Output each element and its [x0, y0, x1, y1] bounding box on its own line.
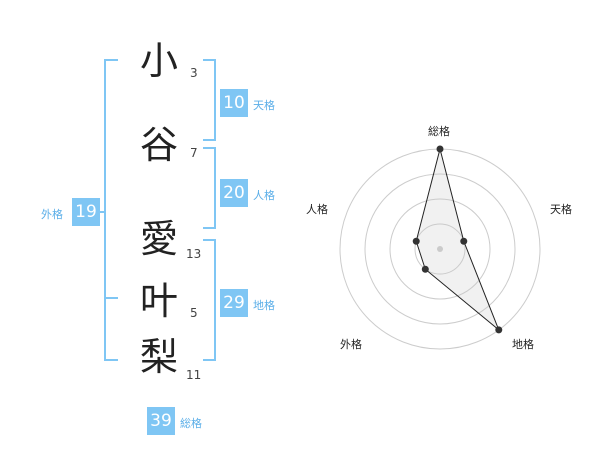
- tenkaku-bracket: [203, 59, 216, 141]
- radar-center: [437, 246, 443, 252]
- name-char-5-strokes: 11: [186, 368, 202, 382]
- name-char-2: 谷: [140, 123, 179, 167]
- radar-axis-label-chikaku: 地格: [512, 338, 534, 351]
- name-char-2-strokes: 7: [190, 146, 198, 160]
- jinkaku-label: 人格: [253, 189, 275, 202]
- radar-ring-3: [364, 173, 516, 325]
- name-char-5: 梨: [140, 335, 179, 379]
- radar-ring-2: [389, 198, 491, 300]
- radar-axis-label-gaikaku: 外格: [340, 338, 362, 351]
- radar-point-1: [436, 145, 444, 153]
- gaikaku-bracket: [104, 59, 118, 361]
- soukaku-label: 総格: [180, 417, 202, 430]
- chikaku-label: 地格: [253, 299, 275, 312]
- gaikaku-label: 外格: [41, 208, 63, 221]
- name-char-1: 小: [140, 39, 179, 83]
- radar-ring-1: [414, 223, 466, 275]
- radar-polygon: [415, 148, 500, 331]
- radar-point-2: [460, 237, 468, 245]
- gaikaku-value: 19: [72, 198, 100, 226]
- jinkaku-value: 20: [220, 179, 248, 207]
- radar-axis-label-tenkaku: 天格: [550, 203, 572, 216]
- chikaku-bracket: [203, 239, 216, 361]
- radar-axis-label-jinkaku: 人格: [306, 203, 328, 216]
- radar-point-4: [421, 265, 429, 273]
- name-char-4-strokes: 5: [190, 306, 198, 320]
- tenkaku-value: 10: [220, 89, 248, 117]
- soukaku-value: 39: [147, 407, 175, 435]
- chikaku-value: 29: [220, 289, 248, 317]
- radar-axis-label-soukaku: 総格: [428, 125, 450, 138]
- radar-point-3: [495, 326, 503, 334]
- name-char-3-strokes: 13: [186, 247, 202, 261]
- jinkaku-bracket: [203, 147, 216, 229]
- tenkaku-label: 天格: [253, 99, 275, 112]
- name-char-1-strokes: 3: [190, 66, 198, 80]
- name-char-3: 愛: [140, 217, 179, 261]
- name-char-4: 叶: [140, 279, 179, 323]
- radar-point-5: [412, 237, 420, 245]
